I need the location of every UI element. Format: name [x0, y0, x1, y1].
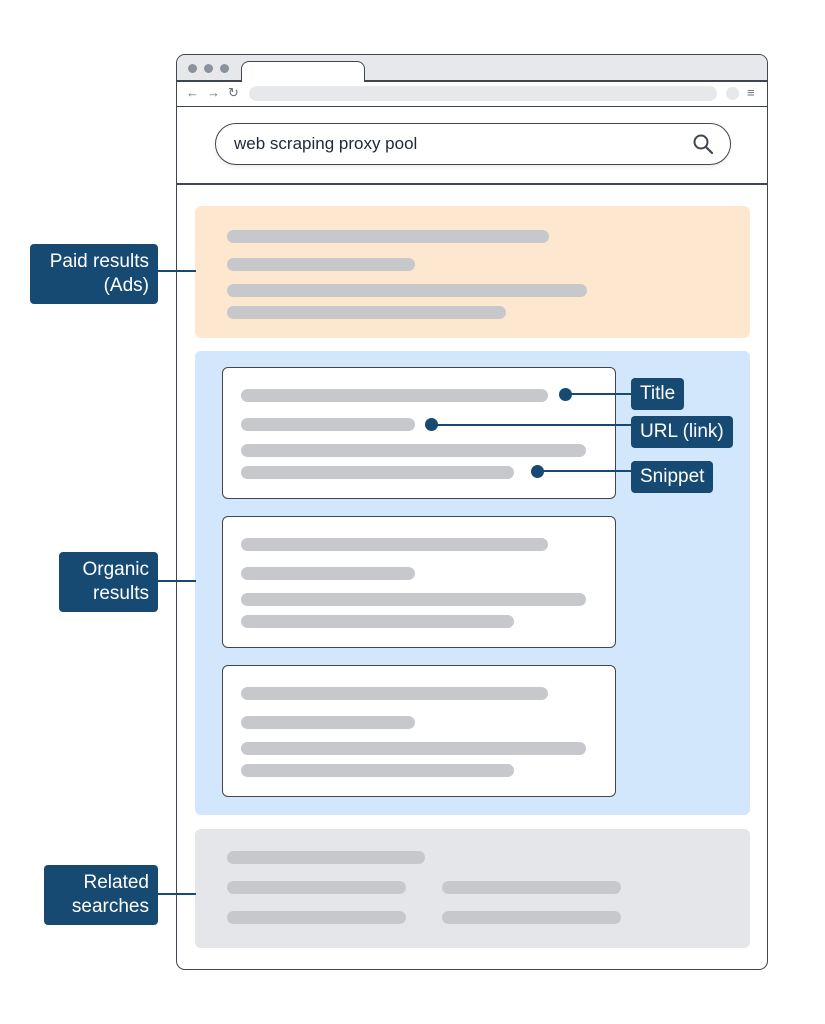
tab-bar	[177, 55, 767, 87]
snippet-connector	[538, 470, 632, 472]
result-url-placeholder	[241, 716, 415, 729]
organic-results-label: Organic results	[59, 552, 158, 612]
search-query-text: web scraping proxy pool	[234, 134, 418, 153]
search-input[interactable]: web scraping proxy pool	[215, 123, 731, 165]
window-control-dot[interactable]	[204, 64, 213, 73]
title-connector	[566, 393, 632, 395]
search-icon[interactable]	[692, 133, 714, 155]
forward-arrow-icon[interactable]: →	[207, 85, 220, 100]
title-callout-dot	[559, 388, 572, 401]
address-bar: ← → ↻ ≡	[177, 82, 767, 107]
organic-result-card[interactable]	[222, 665, 616, 797]
related-searches-section	[195, 829, 750, 948]
result-snippet-placeholder	[241, 466, 514, 479]
related-searches-label: Related searches	[44, 865, 158, 925]
result-snippet-placeholder	[241, 444, 586, 457]
reload-icon[interactable]: ↻	[228, 85, 239, 100]
organic-results-connector	[158, 580, 196, 582]
result-snippet-placeholder	[241, 764, 514, 777]
organic-result-card[interactable]	[222, 367, 616, 499]
ad-url-placeholder	[227, 258, 415, 271]
result-snippet-placeholder	[241, 615, 514, 628]
result-title-placeholder	[241, 538, 548, 551]
related-heading-placeholder	[227, 851, 425, 864]
related-search-placeholder[interactable]	[442, 881, 621, 894]
result-url-placeholder	[241, 418, 415, 431]
back-arrow-icon[interactable]: ←	[186, 85, 199, 100]
extension-icon[interactable]	[726, 87, 739, 100]
paid-results-label: Paid results (Ads)	[30, 244, 158, 304]
snippet-callout-dot	[531, 465, 544, 478]
snippet-label: Snippet	[631, 461, 714, 493]
related-searches-connector	[158, 893, 196, 895]
header-divider	[177, 183, 767, 185]
browser-window: ← → ↻ ≡ web scraping proxy pool	[176, 54, 768, 970]
window-control-dot[interactable]	[220, 64, 229, 73]
ad-title-placeholder	[227, 230, 549, 243]
url-label: URL (link)	[631, 416, 733, 448]
related-search-placeholder[interactable]	[227, 881, 406, 894]
paid-results-connector	[158, 270, 196, 272]
window-control-dot[interactable]	[188, 64, 197, 73]
result-url-placeholder	[241, 567, 415, 580]
url-callout-dot	[425, 418, 438, 431]
organic-result-card[interactable]	[222, 516, 616, 648]
menu-icon[interactable]: ≡	[747, 85, 755, 100]
result-snippet-placeholder	[241, 742, 586, 755]
result-title-placeholder	[241, 389, 548, 402]
related-search-placeholder[interactable]	[442, 911, 621, 924]
ad-snippet-placeholder	[227, 306, 506, 319]
url-field[interactable]	[249, 86, 717, 101]
title-label: Title	[631, 378, 685, 410]
url-connector	[432, 424, 632, 426]
paid-results-section	[195, 206, 750, 338]
organic-results-section	[195, 351, 750, 815]
result-title-placeholder	[241, 687, 548, 700]
result-snippet-placeholder	[241, 593, 586, 606]
ad-snippet-placeholder	[227, 284, 587, 297]
related-search-placeholder[interactable]	[227, 911, 406, 924]
